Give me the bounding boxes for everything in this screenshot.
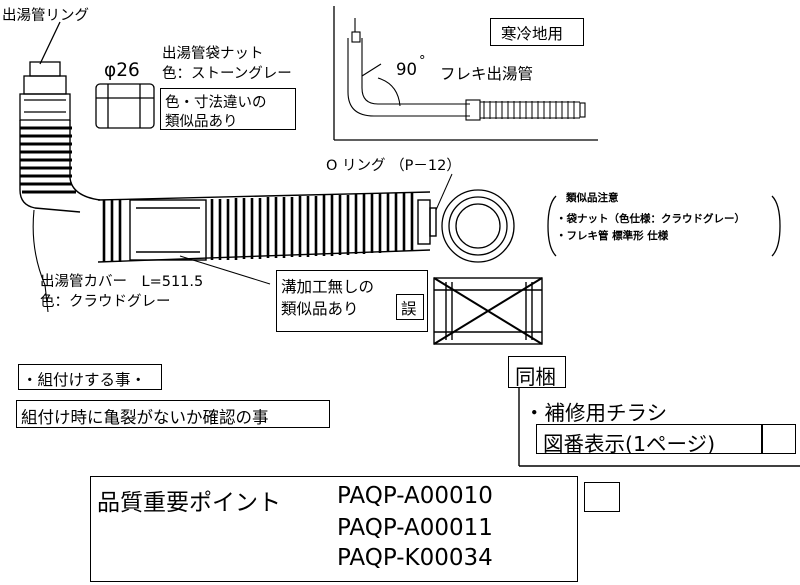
quality-code-2: PAQP-A00011 (337, 515, 493, 541)
drawing-no-label: 図番表示(1ページ) (543, 432, 716, 456)
nut-similar-line2: 類似品あり (165, 114, 238, 130)
crack-note-box: 組付け時に亀裂がないか確認の事 (16, 400, 330, 428)
flex-90-label: フレキ出湯管 (440, 65, 534, 83)
similar-item-2: ・フレキ管 標準形 仕様 (556, 230, 669, 242)
label-cap-nut: 出湯管袋ナット (162, 46, 264, 62)
degree-symbol: ° (419, 54, 426, 69)
cover-label: 出湯管カバー L=511.5 (40, 274, 204, 290)
bundle-title: 同梱 (515, 365, 556, 389)
drawing-no-box: 図番表示(1ページ) (536, 424, 762, 456)
bundle-item: ・補修用チラシ (524, 401, 668, 425)
flex-90-pipe (347, 18, 586, 121)
outlet-ring (19, 21, 71, 121)
label-outlet-ring: 出湯管リング (2, 8, 89, 24)
cold-region-label: 寒冷地用 (501, 25, 564, 43)
label-cap-nut-color: 色：ストーングレー (162, 66, 292, 82)
quality-code-3: PAQP-K00034 (337, 545, 493, 571)
corrugated-vertical (19, 120, 101, 213)
assemble-note-box: ・組付けする事・ (18, 364, 162, 390)
cover-bend (32, 209, 49, 313)
quality-box: 品質重要ポイント PAQP-A00010 PAQP-A00011 PAQP-K0… (90, 476, 578, 582)
bundle-title-box: 同梱 (508, 356, 566, 389)
quality-check[interactable] (584, 482, 620, 512)
crack-note: 組付け時に亀裂がないか確認の事 (21, 408, 269, 427)
quality-title: 品質重要ポイント (97, 490, 281, 516)
nut-similar-box: 色・寸法違いの 類似品あり (160, 88, 296, 130)
wrong-hose-crossed (433, 277, 543, 345)
nut-similar-line1: 色・寸法違いの (165, 95, 267, 111)
wrong-label: 誤 (401, 300, 417, 318)
flex-90-degree: 90 (396, 60, 417, 79)
cover-color: 色：クラウドグレー (40, 294, 171, 310)
similar-title: 類似品注意 (566, 192, 619, 204)
oring-label: O リング （P－12） (326, 158, 461, 174)
o-ring (441, 189, 515, 263)
groove-line2: 類似品あり (281, 300, 359, 318)
similar-item-1: ・袋ナット（色仕様：クラウドグレー） (556, 213, 745, 225)
drawing-no-check[interactable] (762, 424, 796, 454)
label-phi-26: φ26 (104, 60, 140, 81)
wrong-badge: 誤 (396, 294, 424, 320)
assemble-note: ・組付けする事・ (22, 371, 147, 389)
corrugated-horizontal (97, 191, 437, 263)
cap-nut (95, 83, 155, 129)
quality-code-1: PAQP-A00010 (337, 483, 493, 509)
cold-region-frame (333, 6, 598, 141)
similar-bracket (547, 195, 557, 257)
bundle-frame (518, 384, 800, 467)
groove-similar-box: 溝加工無しの 類似品あり (276, 270, 428, 332)
groove-line1: 溝加工無しの (281, 278, 375, 296)
cold-region-badge: 寒冷地用 (490, 18, 584, 46)
